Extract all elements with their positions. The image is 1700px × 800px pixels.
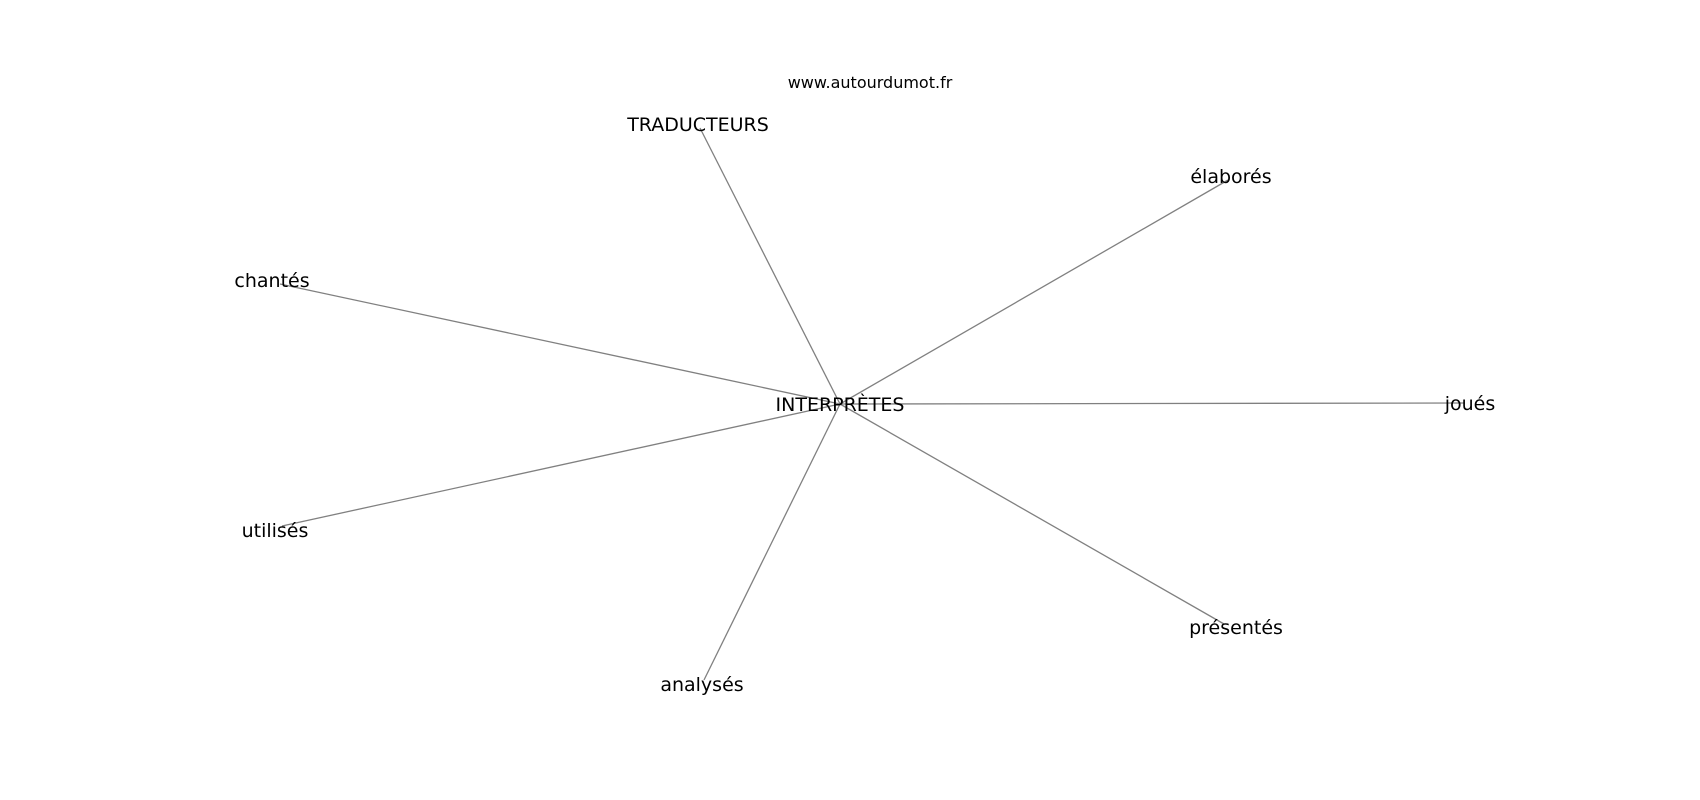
node-analyses[interactable]: analysés <box>660 674 743 696</box>
node-utilises[interactable]: utilisés <box>242 520 309 542</box>
node-elabores[interactable]: élaborés <box>1190 166 1271 188</box>
edge-interpretes-utilises <box>281 403 841 527</box>
edge-interpretes-presentes <box>839 403 1225 625</box>
edge-interpretes-analyses <box>703 403 841 681</box>
node-presentes[interactable]: présentés <box>1189 617 1283 639</box>
edge-interpretes-elabores <box>839 179 1229 405</box>
edge-interpretes-chantes <box>279 283 841 405</box>
node-interpretes[interactable]: INTERPRÈTES <box>776 393 905 416</box>
site-watermark: www.autourdumot.fr <box>788 73 953 92</box>
edge-interpretes-joues <box>839 402 1466 405</box>
node-chantes[interactable]: chantés <box>234 270 309 292</box>
nodes-group: INTERPRÈTES TRADUCTEURS élaborés chantés jou… <box>234 114 1495 696</box>
edge-interpretes-traducteurs <box>699 127 841 405</box>
node-joues[interactable]: joués <box>1444 393 1496 415</box>
edges-group <box>279 127 1466 681</box>
node-traducteurs[interactable]: TRADUCTEURS <box>626 114 769 136</box>
